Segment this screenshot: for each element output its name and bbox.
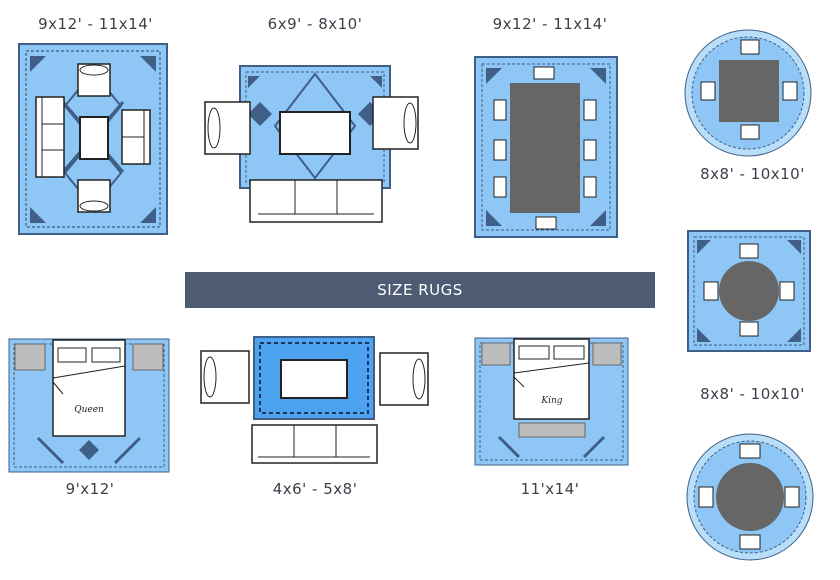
size-label-bottom-middle: 4x6' - 5x8' — [272, 480, 358, 498]
size-label-bottom-right: 11'x14' — [520, 480, 580, 498]
living-room-large-rug — [18, 42, 168, 237]
square-rug-round-table — [687, 230, 812, 352]
size-label-bottom-left: 9'x12' — [65, 480, 115, 498]
size-label-round-bottom: 8x8' - 10x10' — [700, 385, 805, 403]
size-label-round-top: 8x8' - 10x10' — [700, 165, 805, 183]
bedroom-queen-rug: Queen — [8, 338, 170, 474]
size-label-top-right: 9x12' - 11x14' — [492, 15, 608, 33]
bedroom-king-rug: King — [474, 337, 629, 467]
round-rug-round-table — [685, 432, 815, 562]
living-room-small-rug — [196, 335, 436, 470]
size-rugs-banner: SIZE RUGS — [185, 272, 655, 308]
dining-rectangle-rug — [474, 55, 619, 240]
king-bed-label: King — [540, 396, 562, 406]
round-rug-square-table — [683, 28, 813, 158]
size-label-top-middle: 6x9' - 8x10' — [267, 15, 363, 33]
living-room-medium-rug — [200, 62, 430, 227]
queen-bed-label: Queen — [74, 405, 104, 415]
size-label-top-left: 9x12' - 11x14' — [38, 15, 153, 33]
